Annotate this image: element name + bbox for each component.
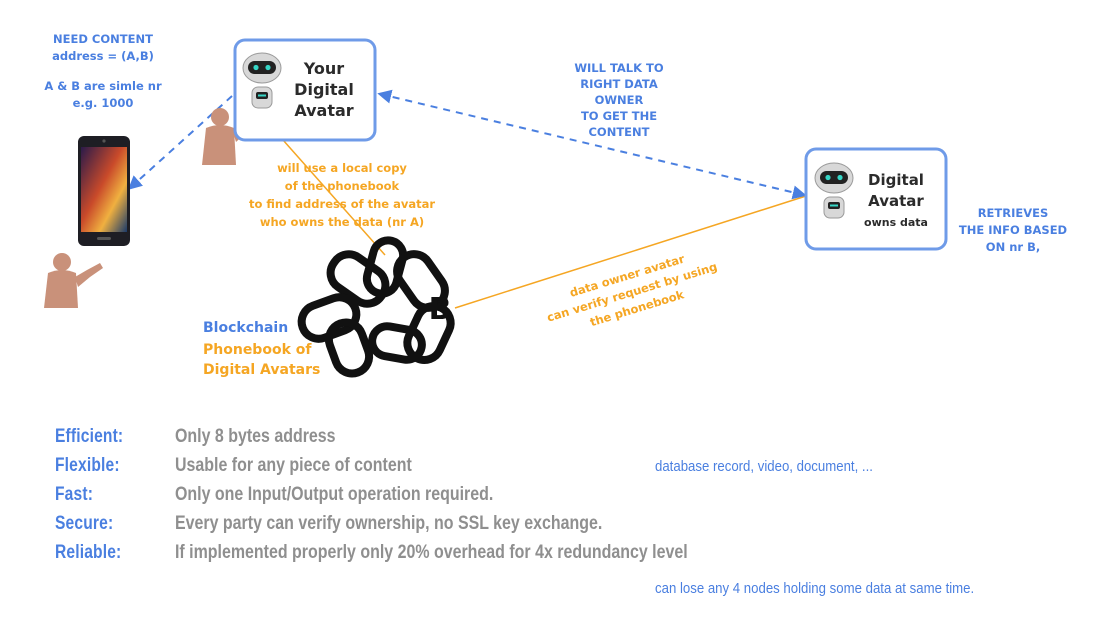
lookup-line-3: to find address of the avatar [249,197,435,211]
feature-row-flexible: Flexible: Usable for any piece of conten… [55,455,1095,484]
talk-line-5: CONTENT [588,125,649,139]
blockchain-title: Blockchain [203,320,288,336]
request-note: NEED CONTENT address = (A,B) A & B are s… [44,32,162,110]
lookup-line-1: will use a local copy [277,161,407,175]
blockchain-subtitle-2: Digital Avatars [203,362,320,378]
talk-line-1: WILL TALK TO [574,61,664,75]
feature-value: Only one Input/Output operation required… [175,484,494,505]
request-line-3: A & B are simle nr [44,79,162,93]
chain-symbol: B [429,292,452,327]
feature-key: Secure: [55,513,114,534]
feature-value: Every party can verify ownership, no SSL… [175,513,603,534]
request-line-2: address = (A,B) [52,49,154,63]
feature-value: Usable for any piece of content [175,455,412,476]
retrieve-line-1: RETRIEVES [978,206,1049,220]
feature-note: database record, video, document, ... [655,458,873,475]
smartphone-icon [78,136,130,246]
owner-avatar-line-2: Avatar [868,192,924,210]
your-avatar-card: Your Digital Avatar [233,38,377,142]
owner-avatar-line-1: Digital [868,171,924,189]
feature-key: Efficient: [55,426,124,447]
your-avatar-line-2: Digital [294,80,354,99]
feature-row-efficient: Efficient: Only 8 bytes address [55,426,1095,455]
talk-line-4: TO GET THE [581,109,657,123]
deliver-arrow [127,95,233,190]
lookup-line-4: who owns the data (nr A) [260,215,424,229]
talk-line-2: RIGHT DATA [580,77,658,91]
lookup-note: will use a local copy of the phonebook t… [249,161,435,229]
robot-icon [242,52,282,109]
request-line-1: NEED CONTENT [53,32,153,46]
blockchain-label: Blockchain Phonebook of Digital Avatars [203,320,320,378]
lookup-line-2: of the phonebook [285,179,400,193]
feature-row-secure: Secure: Every party can verify ownership… [55,513,1095,542]
verify-note: data owner avatar can verify request by … [545,252,719,330]
robot-icon [814,162,854,219]
feature-row-fast: Fast: Only one Input/Output operation re… [55,484,1095,513]
feature-key: Fast: [55,484,94,505]
talk-note: WILL TALK TO RIGHT DATA OWNER TO GET THE… [574,61,664,139]
verify-connector [454,195,807,309]
request-line-4: e.g. 1000 [73,96,134,110]
feature-key: Flexible: [55,455,120,476]
owner-avatar-card: Digital Avatar owns data [804,147,948,251]
redundancy-note: can lose any 4 nodes holding some data a… [655,580,975,597]
your-avatar-line-1: Your [303,59,345,78]
retrieve-note: RETRIEVES THE INFO BASED ON nr B, [959,206,1067,254]
feature-key: Reliable: [55,542,122,563]
person-icon [44,253,103,308]
blockchain-subtitle-1: Phonebook of [203,342,312,358]
your-avatar-line-3: Avatar [294,101,353,120]
feature-value: If implemented properly only 20% overhea… [175,542,688,563]
owner-avatar-line-3: owns data [864,216,928,229]
lookup-connector [282,139,386,256]
feature-value: Only 8 bytes address [175,426,336,447]
retrieve-line-3: ON nr B, [986,240,1040,254]
features-list: Efficient: Only 8 bytes address Flexible… [55,426,1095,571]
talk-line-3: OWNER [595,93,644,107]
retrieve-line-2: THE INFO BASED [959,223,1067,237]
chain-icon [297,236,455,378]
feature-row-reliable: Reliable: If implemented properly only 2… [55,542,1095,571]
